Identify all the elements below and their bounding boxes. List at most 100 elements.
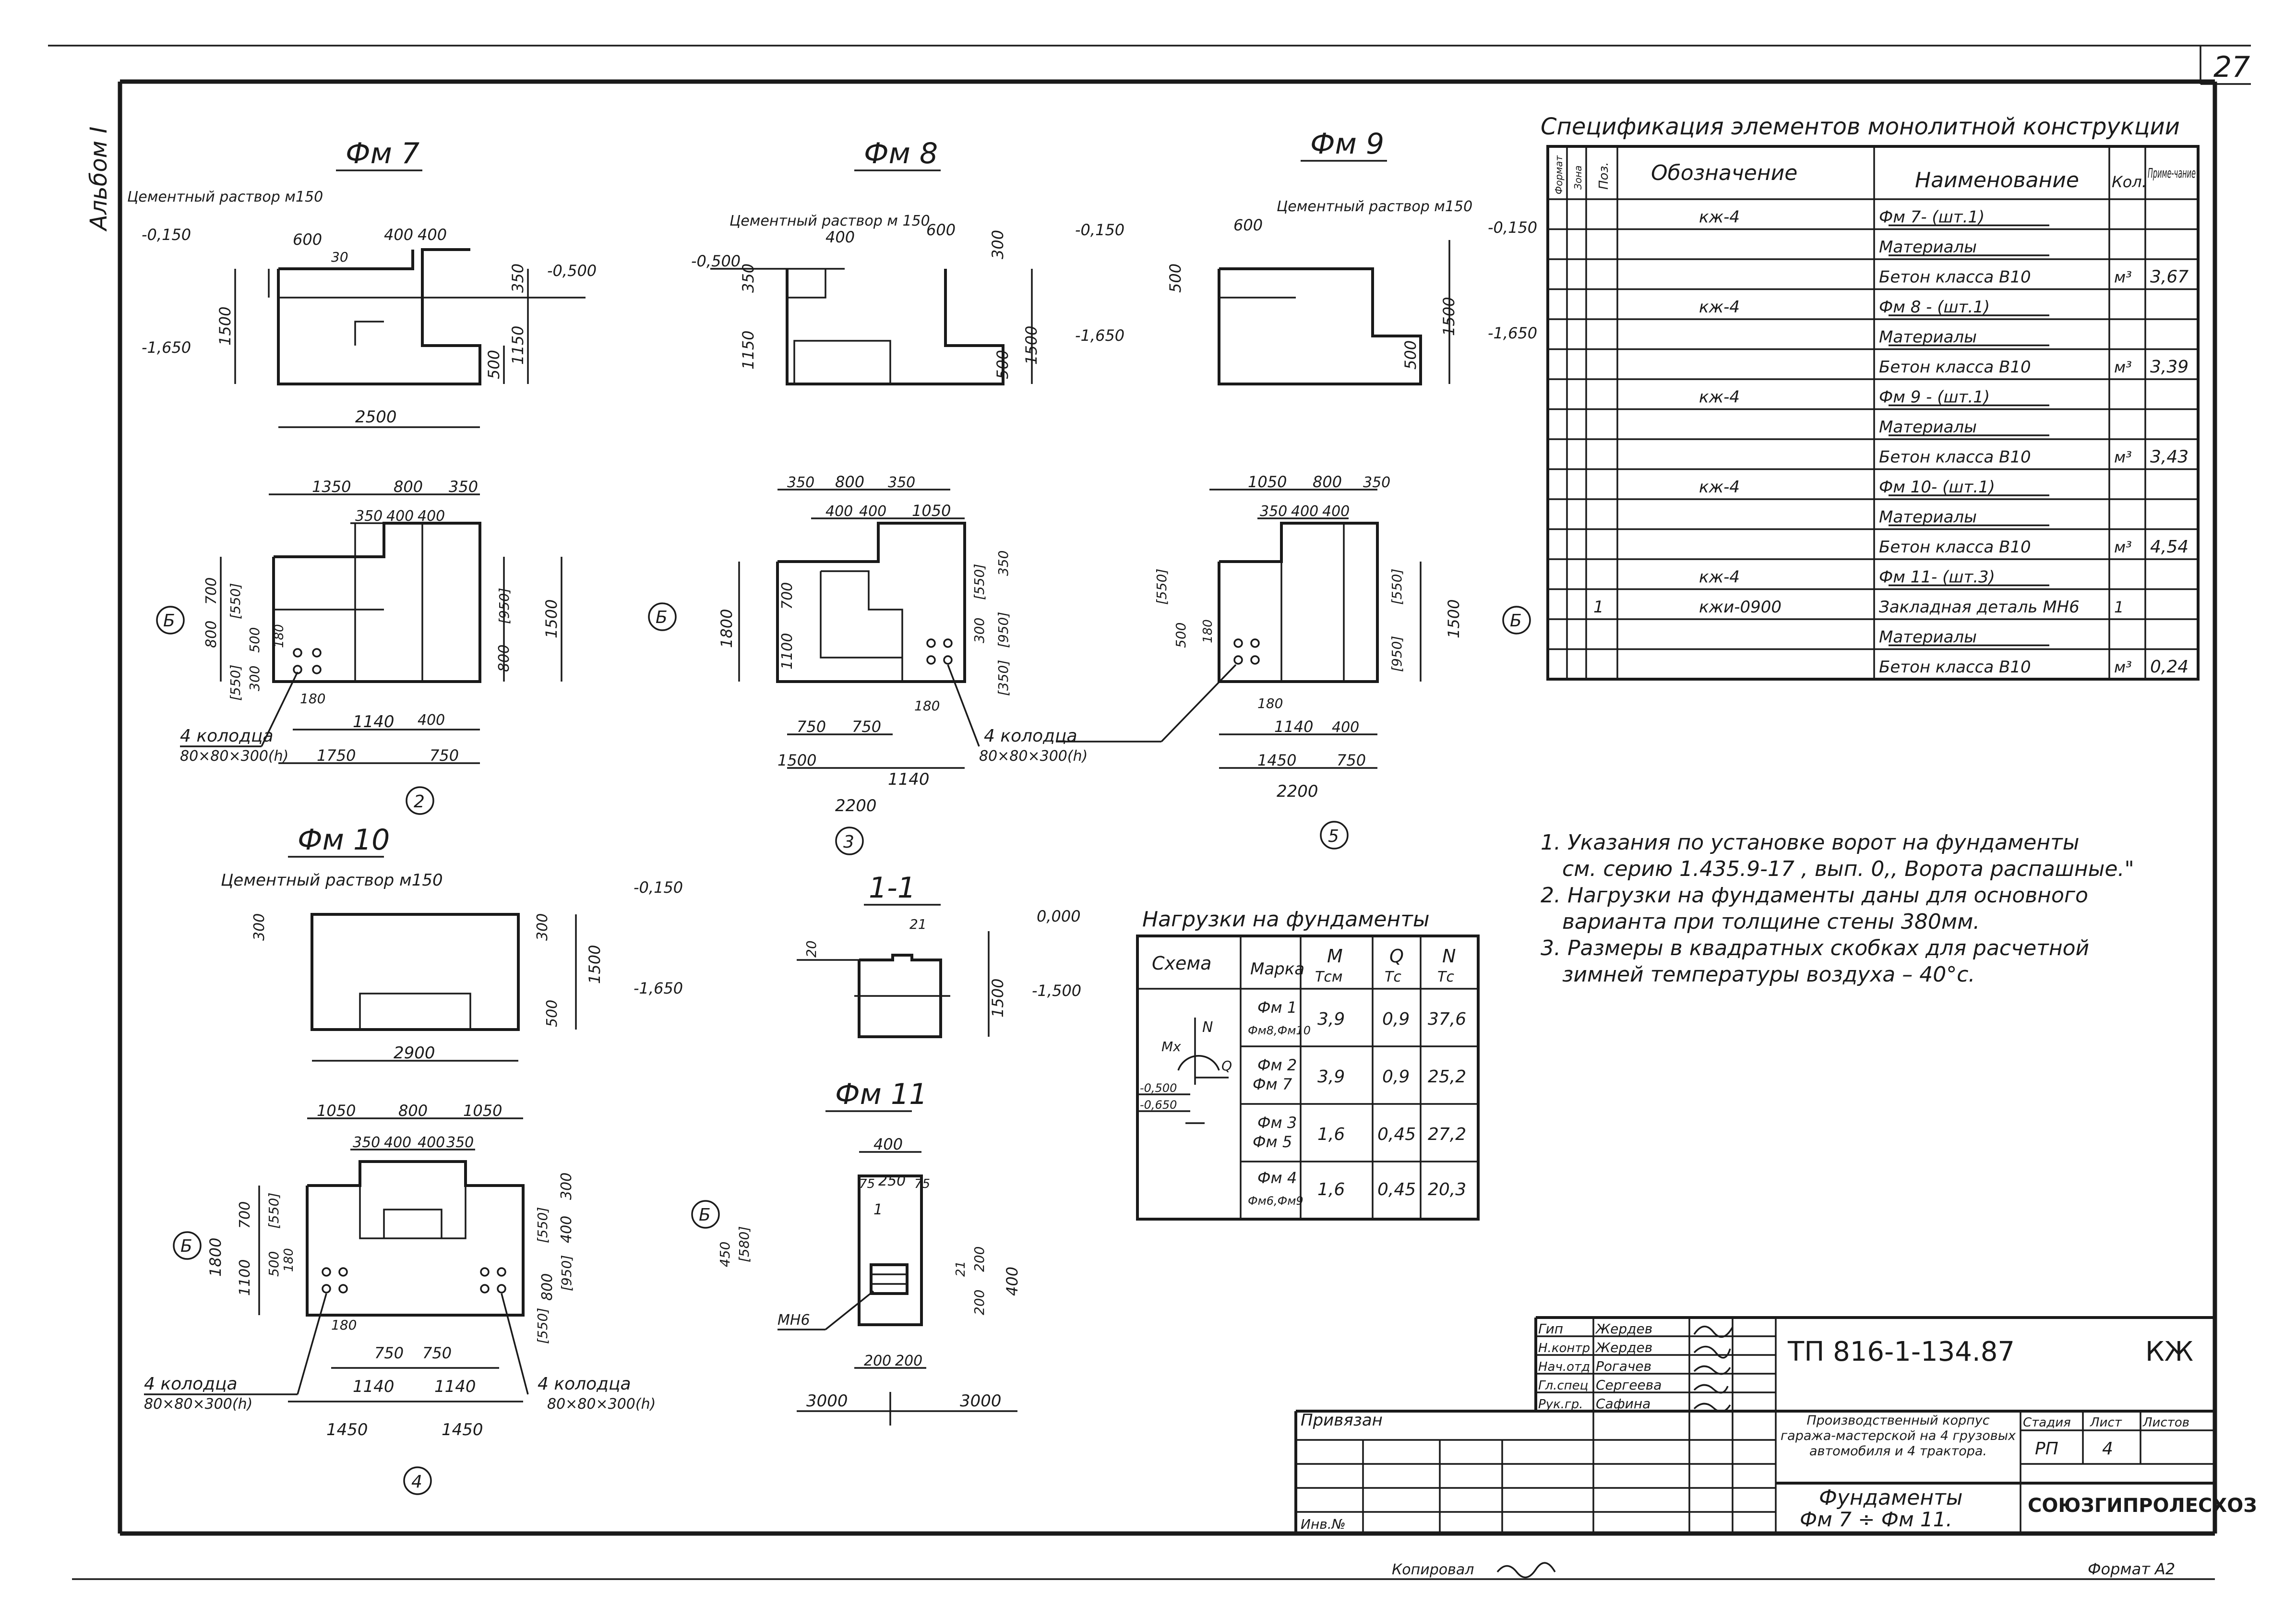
fm7-plan-dim-400b: 400: [418, 508, 445, 525]
spec-cell: кж-4: [1699, 298, 1740, 317]
fm8-plan-dim-700: 700: [779, 582, 796, 610]
spec-title: Спецификация элементов монолитной констр…: [1541, 113, 2180, 140]
stamp-org: СОЮЗГИПРОЛЕСХОЗ: [2028, 1495, 2257, 1517]
fm9-plan-dim-1050: 1050: [1248, 473, 1287, 491]
stamp-sheet-title-2: Фм 7 ÷ Фм 11.: [1800, 1508, 1952, 1531]
stamp-role: Н.контр: [1538, 1341, 1590, 1355]
fm9-plan-dim-400b: 400: [1322, 503, 1350, 520]
loads-cell: Фм6,Фм9: [1248, 1194, 1303, 1208]
spec-cell: 0,24: [2150, 657, 2188, 677]
fm7-title: Фм 7: [346, 137, 419, 170]
fm10-plan-axis-num: 4: [411, 1472, 422, 1492]
stamp-person: Рогачев: [1596, 1358, 1651, 1374]
note-line: 2. Нагрузки на фундаменты даны для основ…: [1541, 883, 2088, 908]
fm10-plan-dim-400a: 400: [384, 1134, 411, 1151]
fm8-mortar: Цементный раствор м 150: [729, 213, 930, 229]
stamp-sheet-header: Лист: [2090, 1415, 2122, 1430]
loads-row: Фм 3 Фм 5 1,6 0,45 27,2: [1253, 1114, 1466, 1151]
spec-cell: м³: [2114, 268, 2132, 287]
fm10-dim-1500: 1500: [586, 945, 604, 984]
fm10-dim-2900: 2900: [394, 1043, 435, 1063]
loads-header-scheme: Схема: [1152, 953, 1211, 974]
loads-header-mark: Марка: [1250, 959, 1304, 979]
loads-scheme-0500: -0,500: [1140, 1081, 1177, 1095]
fm9-mortar: Цементный раствор м150: [1277, 198, 1472, 215]
section-dim-21: 21: [909, 916, 927, 932]
loads-cell: Фм 5: [1253, 1133, 1292, 1151]
fm9-plan-dim-1450: 1450: [1257, 751, 1296, 769]
fm11-dim-200d: 200: [895, 1353, 922, 1369]
fm10-plan-dim-550a: [550]: [266, 1193, 282, 1229]
fm9-level-0150: -0,150: [1488, 218, 1537, 237]
fm8-plan-dim-950: [950]: [995, 612, 1011, 648]
stamp-role: Гип: [1538, 1321, 1563, 1337]
fm11-dim-400b: 400: [1003, 1267, 1021, 1296]
fm9-title: Фм 9: [1310, 127, 1384, 161]
fm8-plan-dim-1100: 1100: [779, 633, 796, 670]
fm10-plan-dim-800: 800: [398, 1102, 428, 1120]
loads-cell: Фм 3: [1257, 1114, 1297, 1132]
fm9-plan-dim-550a: [550]: [1154, 569, 1170, 605]
loads-scheme-mx: Mx: [1161, 1039, 1181, 1055]
fm7-plan-dim-800: 800: [203, 621, 220, 648]
fm10-plan-dim-1140b: 1140: [434, 1377, 476, 1396]
stamp-role: Рук.гр.: [1538, 1397, 1583, 1412]
spec-cell: Закладная деталь МН6: [1879, 598, 2080, 617]
fm7-plan-dim-400c: 400: [418, 712, 445, 729]
fm11-title: Фм 11: [835, 1078, 927, 1111]
spec-cell: 4,54: [2150, 537, 2188, 557]
fm7-dim-350: 350: [509, 264, 527, 293]
fm7-plan-dim-700: 700: [203, 577, 220, 605]
note-line: 3. Размеры в квадратных скобках для расч…: [1541, 936, 2089, 960]
spec-cell: Материалы: [1879, 628, 1977, 647]
fm10-plan-dim-700: 700: [237, 1201, 253, 1229]
spec-header-zone: Зона: [1572, 166, 1584, 190]
spec-cell: Материалы: [1879, 508, 1977, 527]
spec-cell: м³: [2114, 538, 2132, 556]
loads-cell: 27,2: [1428, 1125, 1466, 1144]
fm9-plan-dim-2200: 2200: [1277, 782, 1318, 801]
fm10-title: Фм 10: [298, 823, 390, 857]
fm11-dim-3000b: 3000: [960, 1391, 1002, 1411]
notes: 1. Указания по установке ворот на фундам…: [1541, 830, 2134, 987]
fm7-dim-400a: 400: [384, 226, 413, 244]
fm8-plan-dim-400a: 400: [825, 503, 853, 520]
fm8-plan-wells-size: 80×80×300(h): [979, 748, 1088, 765]
fm9-plan-dim-350a: 350: [1363, 474, 1390, 491]
stamp-sheets-header: Листов: [2142, 1415, 2189, 1430]
spec-header-pos: Поз.: [1597, 162, 1611, 190]
fm10-plan-dim-1800: 1800: [206, 1238, 225, 1277]
footer-copied: Копировал: [1392, 1561, 1474, 1578]
fm9-dim-1500: 1500: [1440, 297, 1458, 336]
fm10-plan-dim-750b: 750: [422, 1344, 452, 1362]
section-1-1: 1-1 21 20 1500 0,000 -1,500: [797, 871, 1081, 1038]
spec-cell: 1: [2114, 598, 2124, 616]
loads-row: Фм 2 Фм 7 3,9 0,9 25,2: [1253, 1056, 1466, 1093]
spec-cell: Фм 10- (шт.1): [1879, 478, 1995, 497]
fm11-detail-mn6: МН6: [777, 1312, 810, 1329]
fm9-plan-dim-1140: 1140: [1274, 718, 1313, 736]
fm9-plan: Б 5 1050 800 350 350 400 400 500 [550] 1…: [1056, 473, 1531, 850]
fm10-plan-dim-500: 500: [266, 1251, 282, 1277]
fm7-plan-dim-300a: 300: [247, 666, 263, 691]
fm10-plan-dim-1050b: 1050: [463, 1102, 502, 1120]
fm8-plan-dim-1800: 1800: [718, 609, 736, 648]
fm10-plan-axis-b: Б: [180, 1236, 192, 1256]
loads-header-n: N: [1442, 946, 1456, 967]
loads-title: Нагрузки на фундаменты: [1142, 907, 1430, 932]
loads-cell: 25,2: [1428, 1067, 1466, 1087]
fm10-elevation: Фм 10 Цементный раствор м150 -0,150 -1,6…: [221, 823, 683, 1063]
stamp-person: Жердев: [1595, 1321, 1652, 1337]
fm7-dim-30: 30: [331, 249, 348, 265]
loads-cell: Фм 4: [1257, 1169, 1297, 1187]
spec-cell: м³: [2114, 658, 2132, 676]
loads-cell: 37,6: [1428, 1009, 1466, 1029]
fm8-plan-dim-350b: 350: [888, 474, 915, 491]
section-level-1500: -1,500: [1032, 982, 1081, 1000]
spec-header-note: Приме-чание: [2148, 165, 2196, 181]
loads-header-q: Q: [1389, 946, 1404, 967]
fm7-dim-400b: 400: [418, 226, 447, 244]
title-block: Гип Жердев Н.контр Жердев Нач.отд Рогаче…: [1294, 1316, 2257, 1534]
fm7-plan-dim-1350: 1350: [312, 478, 351, 496]
